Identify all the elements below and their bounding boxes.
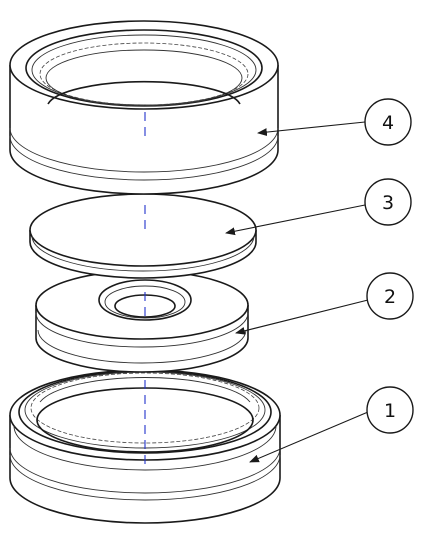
leader-1 xyxy=(249,411,369,463)
balloon-3-label: 3 xyxy=(382,192,394,214)
balloon-2-label: 2 xyxy=(384,286,396,308)
balloon-3: 3 xyxy=(364,178,412,226)
leader-4 xyxy=(257,121,366,137)
leader-3 xyxy=(225,204,366,236)
balloon-4: 4 xyxy=(364,98,412,146)
balloon-2: 2 xyxy=(366,272,414,320)
balloon-1: 1 xyxy=(366,386,414,434)
balloon-1-label: 1 xyxy=(384,400,396,422)
leader-2 xyxy=(235,299,369,335)
part-4-top-cap xyxy=(9,20,279,195)
part-2-thick-washer xyxy=(35,270,249,373)
part-3-thin-disc xyxy=(29,193,257,279)
balloon-4-label: 4 xyxy=(382,112,394,134)
